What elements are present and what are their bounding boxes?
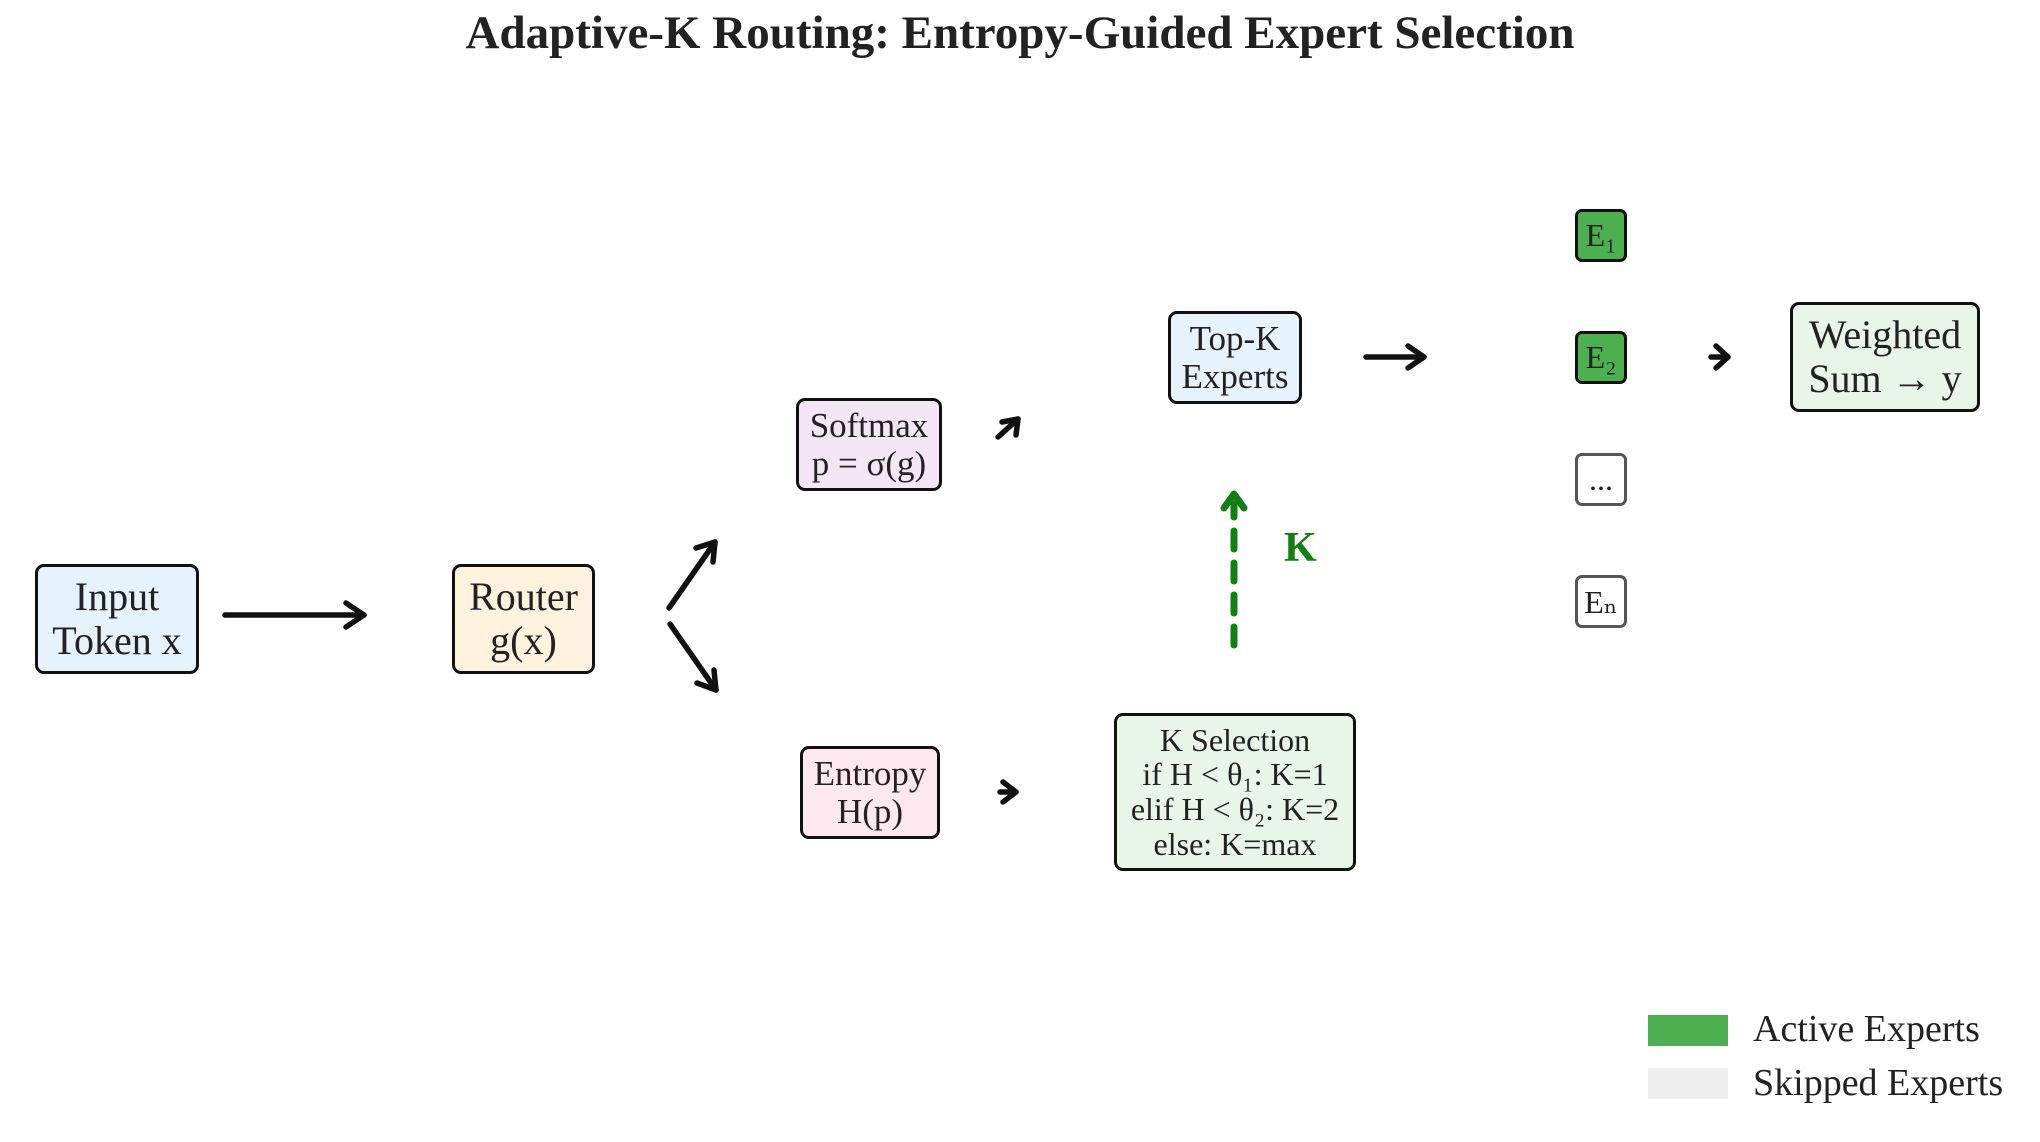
topk-line2: Experts (1181, 356, 1289, 396)
entropy-box: Entropy H(p) (800, 746, 940, 839)
legend-active-swatch (1648, 1015, 1728, 1046)
diagram-title: Adaptive-K Routing: Entropy-Guided Exper… (465, 7, 1575, 59)
k-selection-line3: elif H < θ₂: K=2 (1130, 791, 1340, 827)
weighted-sum-line1: Weighted (1808, 312, 1962, 357)
expert-1: E₁ (1575, 209, 1627, 262)
arrow-topk-to-experts (1363, 343, 1427, 371)
legend-active-label: Active Experts (1753, 1008, 1980, 1050)
arrow-softmax-to-topk (995, 416, 1021, 440)
softmax-box: Softmax p = σ(g) (796, 398, 942, 491)
arrow-router-to-softmax (666, 539, 718, 611)
k-selection-line4: else: K=max (1153, 825, 1317, 862)
topk-line1: Top-K (1189, 318, 1281, 358)
k-selection-line1: K Selection (1159, 721, 1311, 758)
weighted-sum-box: Weighted Sum → y (1790, 302, 1980, 412)
input-token-box: Input Token x (35, 564, 199, 674)
expert-ellipsis: ... (1575, 453, 1627, 506)
softmax-line2: p = σ(g) (811, 443, 927, 483)
arrow-entropy-to-kselection (997, 779, 1019, 805)
topk-experts-box: Top-K Experts (1168, 311, 1302, 404)
arrow-experts-to-weighted-sum (1708, 343, 1731, 371)
expert-n: Eₙ (1575, 575, 1627, 628)
router-line2: g(x) (490, 618, 557, 663)
input-token-line2: Token x (52, 618, 182, 663)
softmax-line1: Softmax (809, 405, 929, 445)
weighted-sum-line2: Sum → y (1808, 356, 1962, 401)
legend-skipped-swatch (1648, 1068, 1728, 1099)
router-box: Router g(x) (452, 564, 595, 674)
entropy-line1: Entropy (813, 753, 927, 793)
arrow-input-to-router (222, 600, 367, 630)
arrow-router-to-entropy (667, 621, 719, 693)
k-arrow-label: K (1284, 525, 1317, 571)
entropy-line2: H(p) (836, 791, 904, 831)
legend-skipped-label: Skipped Experts (1753, 1062, 2004, 1104)
router-line1: Router (469, 574, 578, 619)
expert-2: E₂ (1575, 331, 1627, 384)
input-token-line1: Input (74, 574, 160, 619)
arrow-k-to-topk (1220, 490, 1248, 649)
k-selection-box: K Selection if H < θ₁: K=1 elif H < θ₂: … (1114, 713, 1356, 871)
k-selection-line2: if H < θ₁: K=1 (1142, 756, 1328, 793)
